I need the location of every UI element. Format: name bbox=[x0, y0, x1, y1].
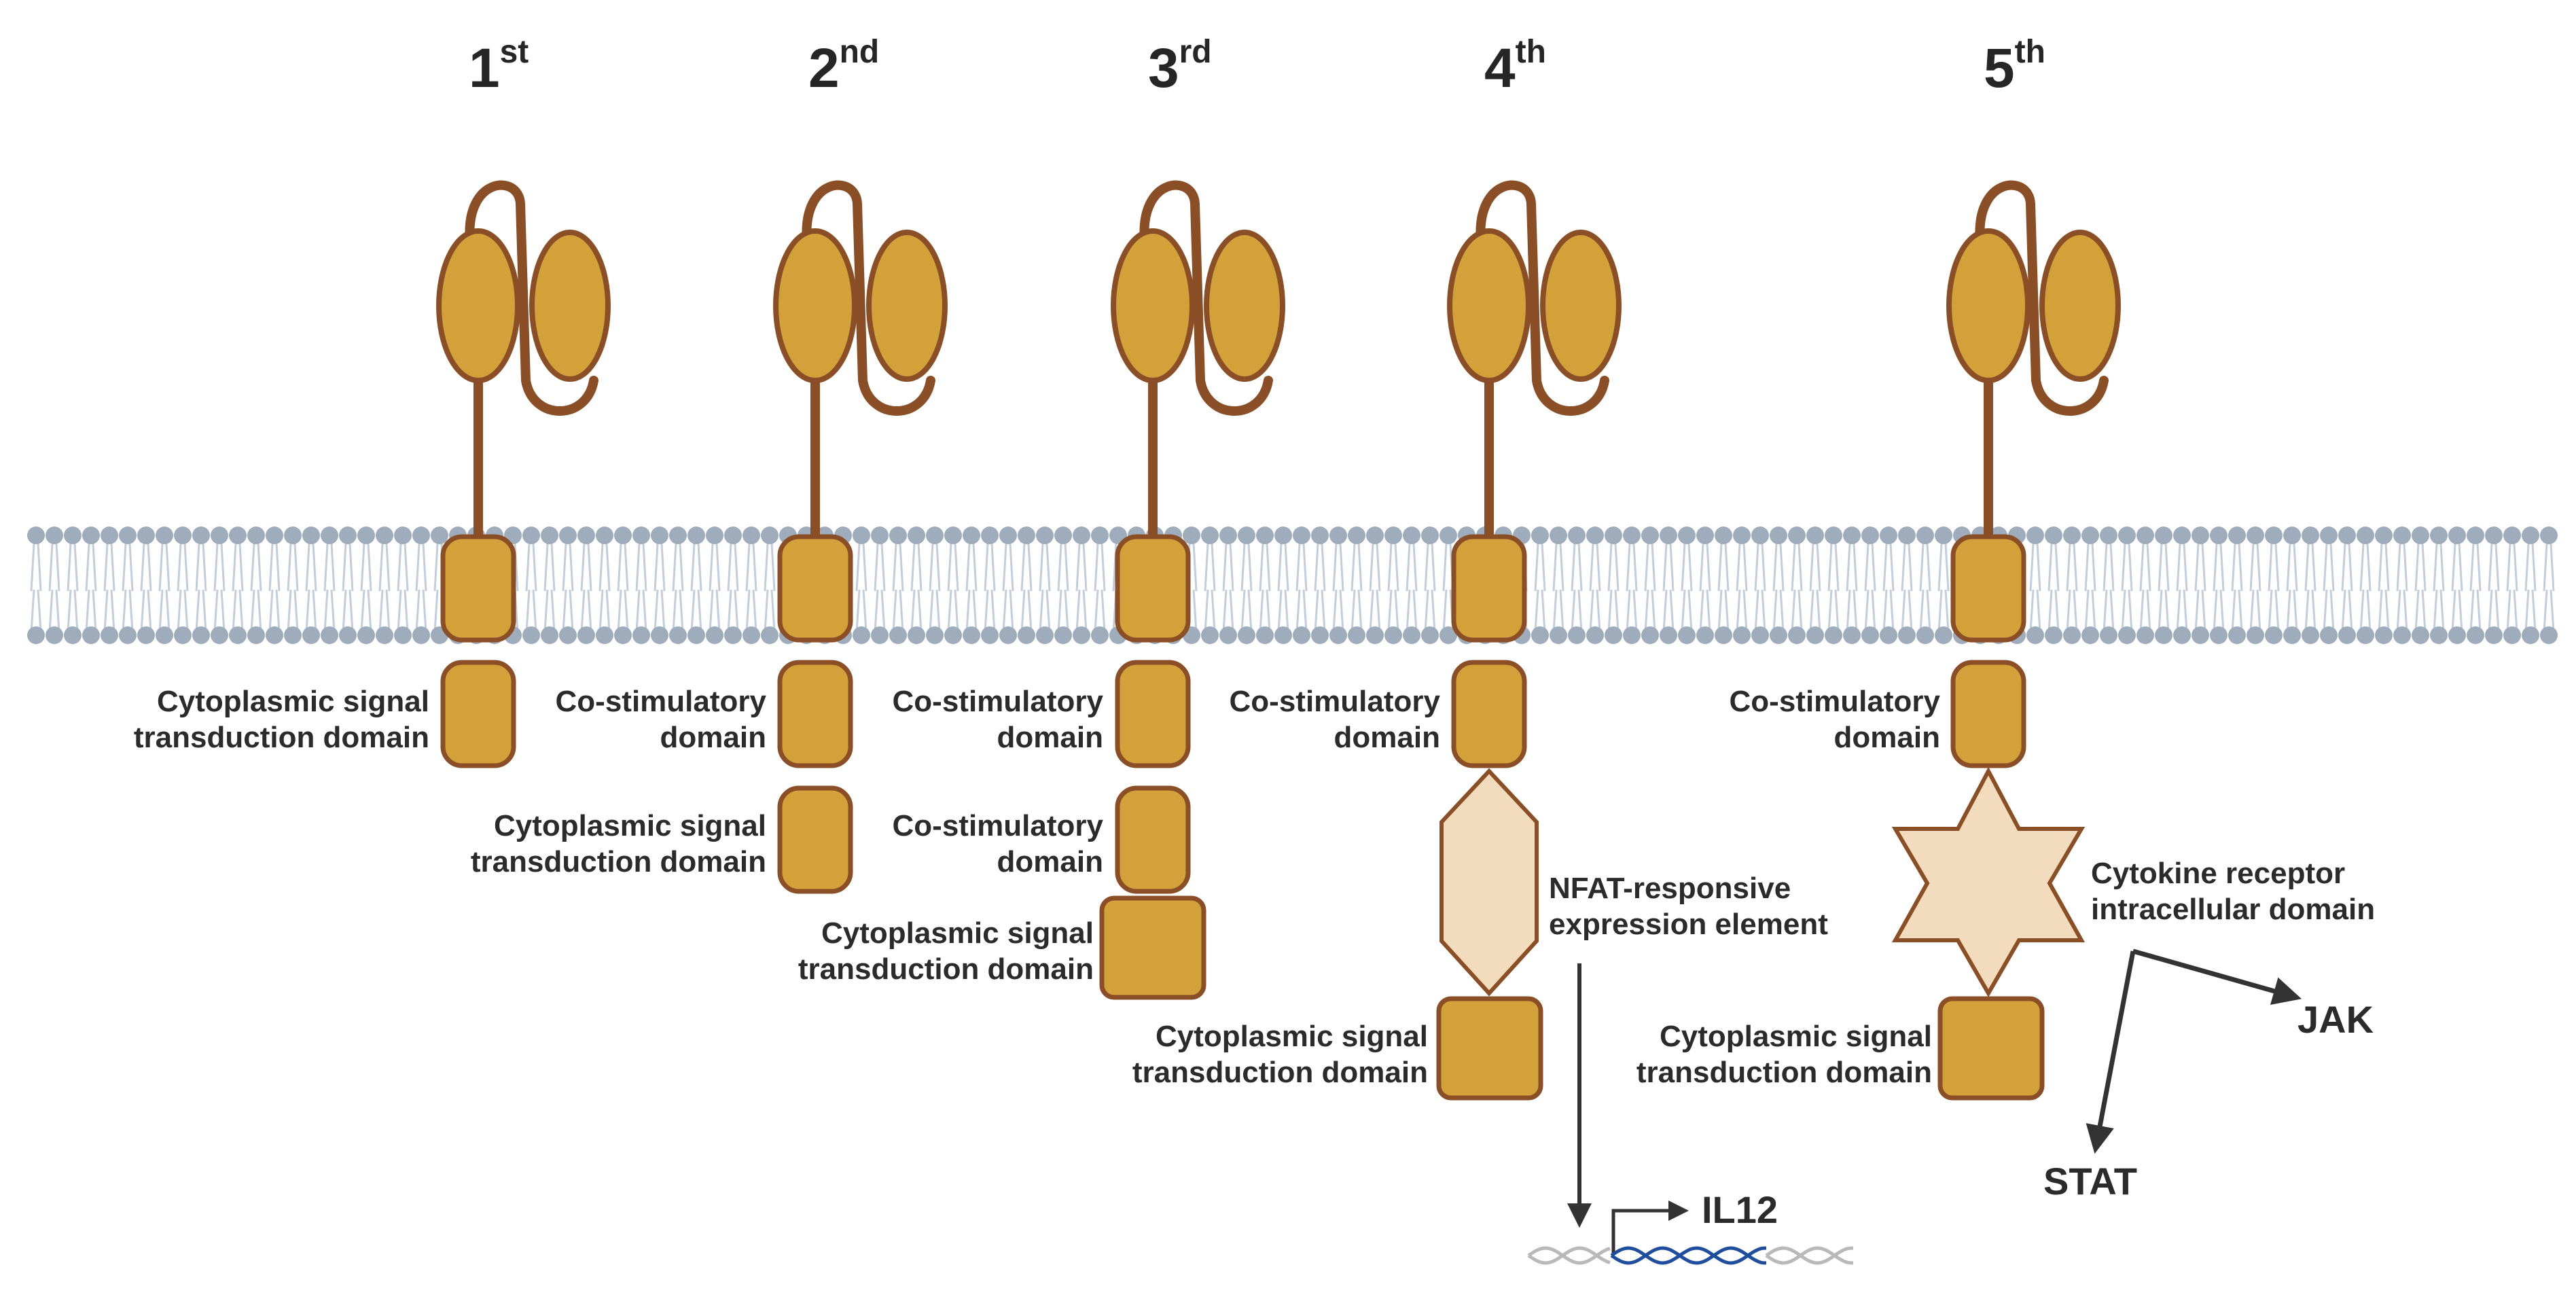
jak-label: JAK bbox=[2297, 998, 2374, 1041]
generation-heading-4: 4th bbox=[1484, 34, 1546, 99]
cytoplasmic-label: Cytoplasmic signal bbox=[494, 809, 766, 842]
costimulatory-domain-2 bbox=[1115, 785, 1191, 894]
cytoplasmic-label: Cytoplasmic signal bbox=[1660, 1020, 1932, 1053]
jak-arrow-icon bbox=[2132, 948, 2302, 1006]
stat-label: STAT bbox=[2043, 1160, 2137, 1203]
costim-label: Co-stimulatory bbox=[1230, 685, 1441, 718]
svg-text:domain: domain bbox=[660, 721, 766, 754]
svg-text:domain: domain bbox=[997, 721, 1103, 754]
transmembrane-domain bbox=[440, 534, 516, 643]
svg-text:2nd: 2nd bbox=[808, 34, 879, 99]
svg-text:expression element: expression element bbox=[1549, 908, 1828, 941]
svg-text:transduction domain: transduction domain bbox=[1132, 1056, 1428, 1089]
cytoplasmic-label: Cytoplasmic signal bbox=[821, 917, 1094, 950]
costim-label: Co-stimulatory bbox=[1730, 685, 1941, 718]
generation-heading-1: 1st bbox=[469, 34, 529, 99]
scfv-icon bbox=[436, 180, 611, 548]
scfv-icon bbox=[1111, 180, 1285, 548]
svg-text:4th: 4th bbox=[1484, 34, 1546, 99]
costim-label: Co-stimulatory bbox=[556, 685, 767, 718]
transmembrane-domain bbox=[1115, 534, 1191, 643]
star-icon bbox=[1891, 766, 2086, 998]
scfv-icon bbox=[1946, 180, 2121, 548]
generation-heading-2: 2nd bbox=[808, 34, 879, 99]
costim-label-1: Co-stimulatory bbox=[893, 685, 1104, 718]
svg-text:transduction domain: transduction domain bbox=[471, 845, 766, 878]
car-3rd-generation: Co-stimulatory domain Co-stimulatory dom… bbox=[798, 534, 1206, 1000]
nfat-label: NFAT-responsive bbox=[1549, 872, 1791, 905]
transmembrane-domain bbox=[1950, 534, 2026, 643]
costimulatory-domain bbox=[1950, 660, 2026, 768]
transmembrane-domain bbox=[777, 534, 853, 643]
svg-text:1st: 1st bbox=[469, 34, 529, 99]
car-2nd-generation: Co-stimulatory domain Cytoplasmic signal… bbox=[471, 534, 853, 894]
cytokine-label: Cytokine receptor bbox=[2091, 857, 2345, 890]
promoter-arrow-icon bbox=[1611, 1200, 1689, 1253]
car-5th-generation: Co-stimulatory domain Cytokine receptor … bbox=[1636, 534, 2375, 1203]
generation-heading-5: 5th bbox=[1984, 34, 2045, 99]
cytoplasmic-signal-domain bbox=[1099, 895, 1206, 1000]
cytoplasmic-signal-domain bbox=[777, 785, 853, 894]
cytoplasmic-label: Cytoplasmic signal bbox=[1156, 1020, 1428, 1053]
svg-text:3rd: 3rd bbox=[1148, 34, 1212, 99]
il12-label: IL12 bbox=[1702, 1188, 1778, 1231]
cytoplasmic-signal-domain bbox=[440, 660, 516, 768]
svg-text:5th: 5th bbox=[1984, 34, 2045, 99]
transmembrane-domain bbox=[1451, 534, 1527, 643]
costimulatory-domain-1 bbox=[1115, 660, 1191, 768]
car-4th-generation: Co-stimulatory domain NFAT-responsive ex… bbox=[1132, 534, 1853, 1265]
svg-text:domain: domain bbox=[1334, 721, 1440, 754]
svg-text:transduction domain: transduction domain bbox=[1636, 1056, 1932, 1089]
svg-text:intracellular domain: intracellular domain bbox=[2091, 893, 2375, 926]
costimulatory-domain bbox=[1451, 660, 1527, 768]
scfv-icon bbox=[773, 180, 948, 548]
car-1st-generation: Cytoplasmic signal transduction domain bbox=[134, 534, 516, 768]
costim-label-2: Co-stimulatory bbox=[893, 809, 1104, 842]
membrane-icon bbox=[27, 527, 2558, 644]
scfv-icon bbox=[1447, 180, 1622, 548]
costimulatory-domain bbox=[777, 660, 853, 768]
hexagon-icon bbox=[1439, 768, 1539, 997]
svg-text:transduction domain: transduction domain bbox=[798, 953, 1094, 986]
cytoplasmic-label-1: Cytoplasmic signal bbox=[157, 685, 429, 718]
svg-text:transduction domain: transduction domain bbox=[134, 721, 429, 754]
dna-icon bbox=[1527, 1246, 1853, 1265]
stat-arrow-icon bbox=[2086, 950, 2136, 1154]
cytoplasmic-signal-domain bbox=[1436, 996, 1543, 1101]
cytoplasmic-signal-domain bbox=[1937, 996, 2045, 1101]
svg-text:domain: domain bbox=[997, 845, 1103, 878]
svg-text:domain: domain bbox=[1834, 721, 1940, 754]
generation-heading-3: 3rd bbox=[1148, 34, 1212, 99]
